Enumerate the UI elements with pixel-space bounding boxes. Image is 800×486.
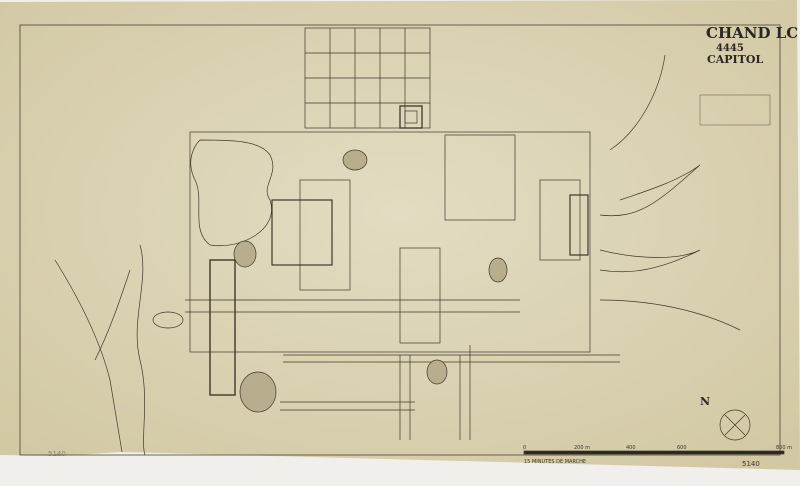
sheet-number-left: 5140 <box>48 450 66 458</box>
scale-tick: 800 m <box>776 445 793 451</box>
sheet-number: 5140 <box>742 460 760 468</box>
drawing-number: 4445 <box>716 43 744 54</box>
north-label: N <box>700 395 711 408</box>
scale-tick: 200 m <box>574 445 591 451</box>
scale-tick: 400 <box>626 445 636 451</box>
scale-caption: 15 MINUTES DE MARCHE <box>524 459 587 465</box>
plan-linework <box>54 27 785 456</box>
scale-tick: 600 <box>677 445 687 451</box>
frame-border <box>19 24 781 456</box>
paper <box>0 0 800 470</box>
scale-tick: 0 <box>523 445 527 451</box>
drawing-title: CHAND LC <box>706 24 799 42</box>
project-name: CAPITOL <box>707 53 764 66</box>
